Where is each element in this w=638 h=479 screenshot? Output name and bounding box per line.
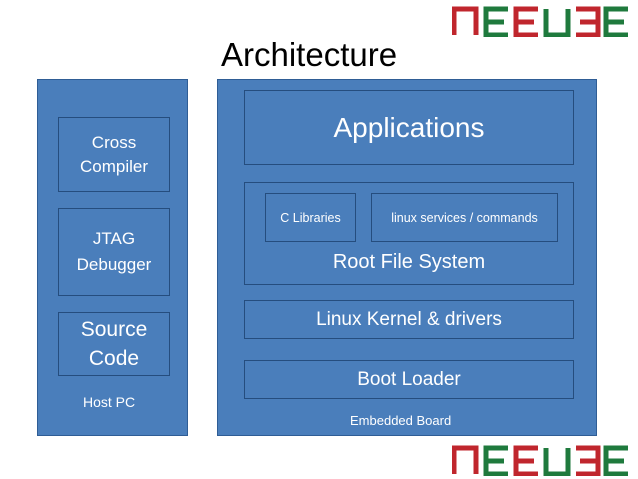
linux-kernel-box: Linux Kernel & drivers xyxy=(244,300,574,339)
linux-services-box: linux services / commands xyxy=(371,193,558,242)
boot-loader-label: Boot Loader xyxy=(357,368,461,390)
source-code-box: Source Code xyxy=(58,312,170,376)
cross-compiler-box: Cross Compiler xyxy=(58,117,170,192)
source-code-label: Source Code xyxy=(80,318,148,370)
linux-services-label: linux services / commands xyxy=(391,210,538,225)
host-pc-label: Host PC xyxy=(83,394,136,410)
jtag-debugger-label: JTAG Debugger xyxy=(76,229,152,274)
cross-compiler-label: Cross Compiler xyxy=(79,132,149,176)
page-title: Architecture xyxy=(221,36,398,73)
applications-label: Applications xyxy=(333,111,485,143)
embedded-board-label: Embedded Board xyxy=(350,413,452,428)
root-file-system-label: Root File System xyxy=(332,251,486,273)
linux-kernel-label: Linux Kernel & drivers xyxy=(316,308,502,330)
neevee-logo-bottom xyxy=(452,444,632,476)
c-libraries-box: C Libraries xyxy=(265,193,356,242)
neevee-logo-top xyxy=(452,5,632,37)
jtag-debugger-box: JTAG Debugger xyxy=(58,208,170,296)
boot-loader-box: Boot Loader xyxy=(244,360,574,399)
applications-box: Applications xyxy=(244,90,574,165)
c-libraries-label: C Libraries xyxy=(280,210,341,225)
